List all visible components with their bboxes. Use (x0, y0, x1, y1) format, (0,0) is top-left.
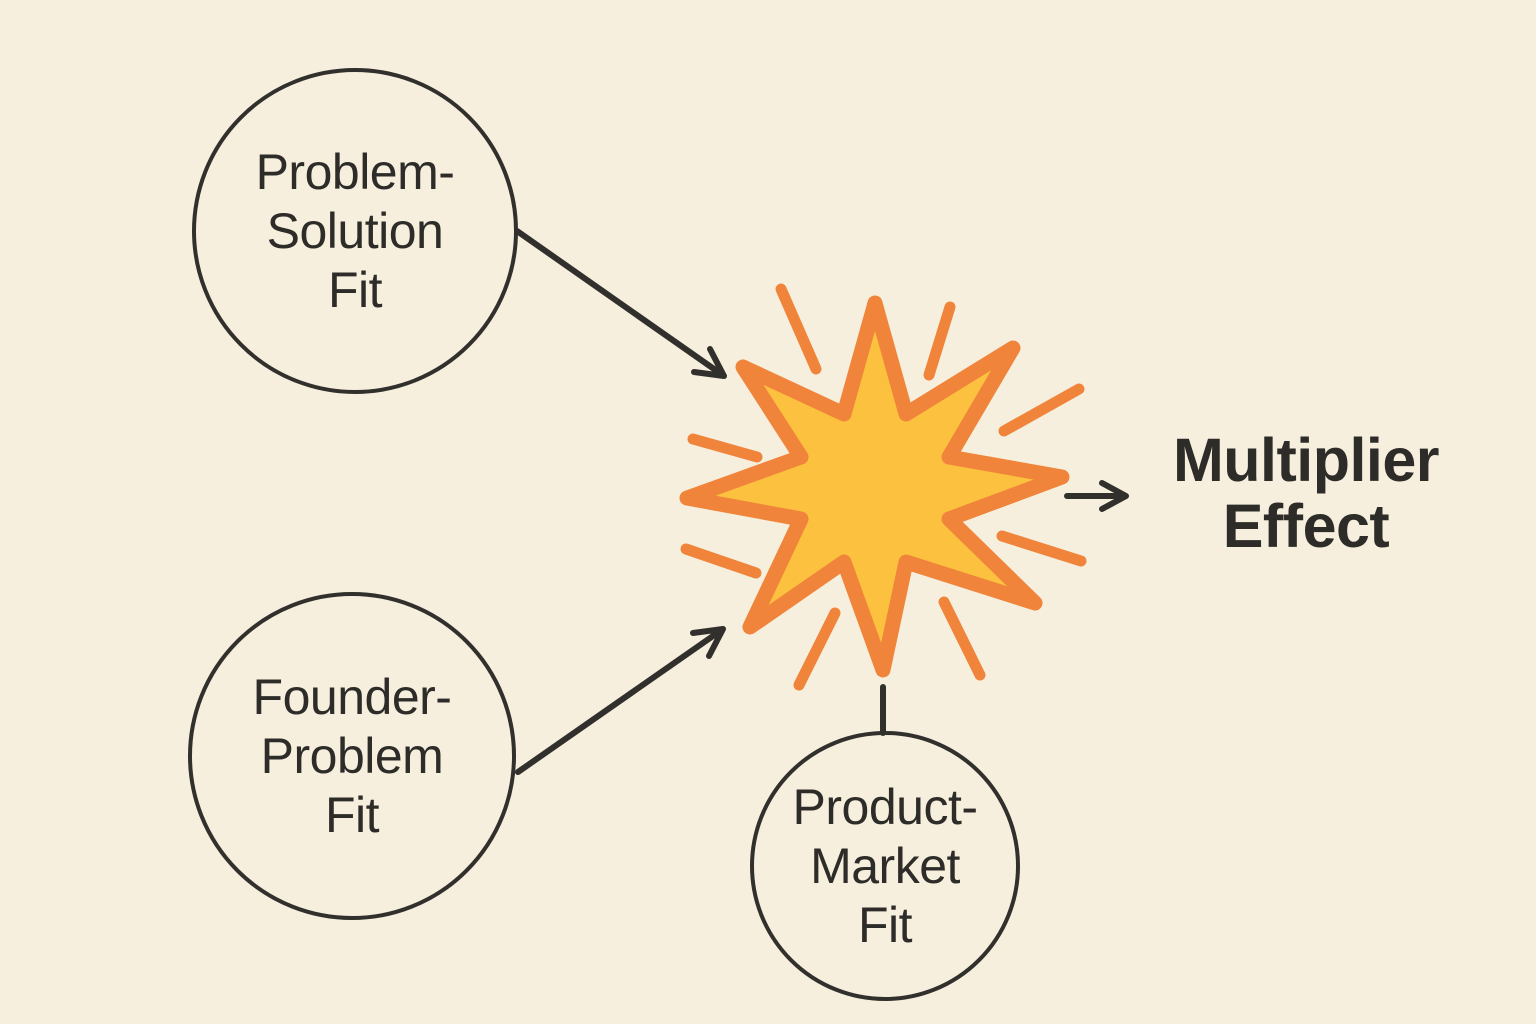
node-label-line: Fit (327, 261, 383, 318)
connectors (514, 228, 1129, 775)
burst-ray (680, 543, 762, 579)
burst-rays (680, 283, 1087, 691)
node-product-market-fit: Product- Market Fit (750, 731, 1020, 1001)
node-problem-solution-fit: Problem- Solution Fit (192, 68, 518, 394)
burst-ray (775, 283, 822, 375)
node-label-line: Problem- (255, 143, 455, 200)
multiplier-effect-label: Multiplier Effect (1106, 427, 1506, 559)
burst-ray (996, 530, 1087, 567)
node-label: Founder- Problem Fit (253, 668, 452, 845)
burst-ray (687, 433, 763, 463)
burst-ray (923, 301, 956, 381)
node-label-line: Fit (857, 896, 913, 953)
burst-ray (938, 596, 986, 681)
node-label-line: Fit (324, 786, 380, 843)
result-label-line: Effect (1222, 492, 1390, 560)
node-label-line: Market (810, 837, 960, 894)
node-label-line: Solution (266, 202, 444, 259)
node-label-line: Product- (792, 778, 978, 835)
arrow-problem-solution-to-burst (514, 228, 727, 379)
arrow-founder-problem-to-burst (515, 626, 726, 775)
burst-ray (998, 383, 1085, 437)
result-label-line: Multiplier (1172, 426, 1440, 494)
node-label-line: Problem (260, 727, 444, 784)
burst-ray (793, 607, 841, 691)
node-label-line: Founder- (252, 668, 452, 725)
node-label: Product- Market Fit (793, 778, 978, 955)
arrow-burst-to-multiplier (1064, 480, 1129, 512)
node-label: Problem- Solution Fit (256, 143, 455, 320)
node-founder-problem-fit: Founder- Problem Fit (188, 592, 516, 920)
starburst-icon (679, 295, 1070, 678)
